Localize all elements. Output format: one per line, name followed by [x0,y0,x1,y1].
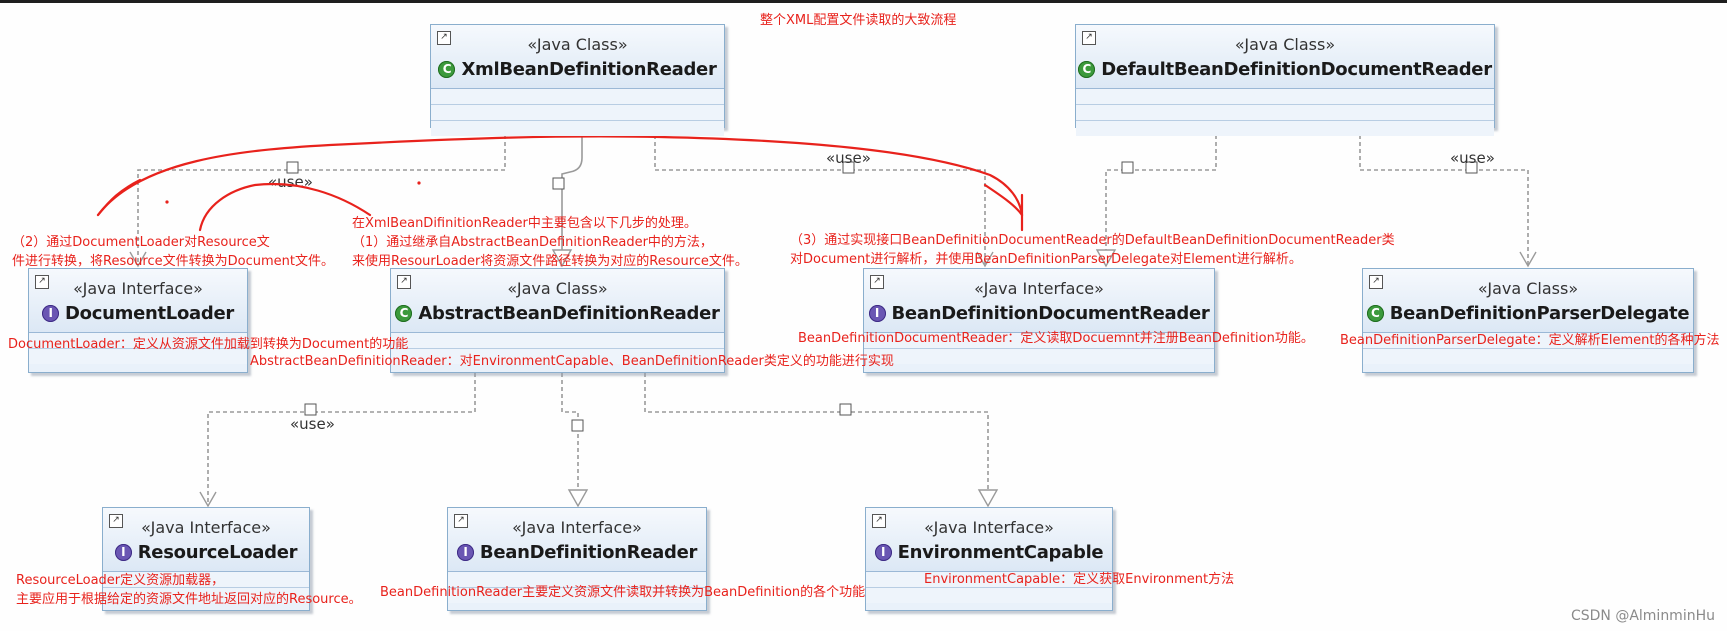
abstract-bean-definition-reader-box[interactable]: ↗ «Java Class» C AbstractBeanDefinitionRe… [390,268,725,373]
realize-link-default-docreader [1105,128,1217,266]
document-loader-box[interactable]: ↗ «Java Interface» I DocumentLoader [28,268,248,373]
red-dot [165,200,169,204]
note-bean-def-reader: BeanDefinitionReader主要定义资源文件读取并转换为BeanDe… [380,585,866,600]
shortcut-icon: ↗ [872,514,886,528]
note-resource-loader: ResourceLoader定义资源加载器， 主要应用于根据给定的资源文件地址返… [16,573,362,607]
watermark: CSDN @AlminminHu [1570,608,1715,624]
extends-link-xml-abstract [561,128,583,266]
note-step3: （3）通过实现接口BeanDefinitionDocumentReader的De… [790,233,1395,267]
class-icon: C [1366,305,1384,322]
class-name: BeanDefinitionDocumentReader [891,303,1210,324]
resource-loader-box[interactable]: ↗ «Java Interface» I ResourceLoader [102,507,310,611]
class-icon: C [438,61,456,78]
interface-icon: I [874,544,892,561]
triangle-head [551,249,573,268]
note-abstract-reader: AbstractBeanDefinitionReader：对Environmen… [250,354,894,369]
class-name: XmlBeanDefinitionReader [461,59,717,80]
use-link-xml-documentloader [137,128,506,266]
diagram-title: 整个XML配置文件读取的大致流程 [760,13,957,28]
shortcut-icon: ↗ [437,31,451,45]
triangle-head [977,489,999,508]
red-dot [417,181,421,185]
class-name: BeanDefinitionParserDelegate [1389,303,1690,324]
shortcut-icon: ↗ [35,275,49,289]
class-name: EnvironmentCapable [897,542,1104,563]
use-label: «use» [1450,149,1495,167]
stereotype-label: «Java Class» [527,35,628,54]
link-marker-icon [1465,161,1478,174]
realize-link-abstract-beandefreader [561,373,579,506]
link-marker-icon [571,419,584,432]
red-annotation-stroke [983,183,1024,217]
class-icon: C [1078,61,1096,78]
use-link-abstract-resourceloader [207,373,476,506]
arrow-head [129,251,147,268]
use-link-xml-docreader [654,128,986,266]
use-label: «use» [290,415,335,433]
use-label: «use» [826,149,871,167]
stereotype-label: «Java Class» [1477,279,1579,298]
class-name: ResourceLoader [137,542,298,563]
class-name: BeanDefinitionReader [479,542,698,563]
stereotype-label: «Java Interface» [512,518,642,537]
triangle-head [567,489,589,508]
class-name: AbstractBeanDefinitionReader [418,303,720,324]
shortcut-icon: ↗ [454,514,468,528]
shortcut-icon: ↗ [870,275,884,289]
link-marker-icon [839,403,852,416]
realize-link-abstract-env [644,373,989,506]
note-step2: （2）通过DocumentLoader对Resource文 件进行转换，将Res… [12,235,334,269]
shortcut-icon: ↗ [1082,31,1096,45]
arrow-head [1519,251,1537,268]
class-icon: C [395,305,413,322]
triangle-head [1095,249,1117,268]
interface-icon: I [114,544,132,561]
environment-capable-box[interactable]: ↗ «Java Interface» I EnvironmentCapable [865,507,1113,611]
red-annotation-stroke [96,178,142,217]
red-annotation-stroke [198,182,372,232]
note-env-capable: EnvironmentCapable：定义获取Environment方法 [924,572,1235,587]
link-marker-icon [552,177,565,190]
interface-icon: I [868,305,886,322]
note-document-loader: DocumentLoader：定义从资源文件加载到转换为Document的功能 [8,337,409,352]
stereotype-label: «Java Class» [1234,35,1336,54]
stereotype-label: «Java Interface» [974,279,1104,298]
class-name: DefaultBeanDefinitionDocumentReader [1101,59,1492,80]
link-marker-icon [304,403,317,416]
link-marker-icon [286,161,299,174]
interface-icon: I [456,544,474,561]
stereotype-label: «Java Interface» [141,518,271,537]
note-delegate: BeanDefinitionParserDelegate：定义解析Element… [1340,333,1720,348]
bean-definition-reader-box[interactable]: ↗ «Java Interface» I BeanDefinitionReader [447,507,707,611]
arrow-head [976,251,994,268]
default-bean-definition-document-reader-box[interactable]: ↗ «Java Class» C DefaultBeanDefinitionDoc… [1075,24,1495,136]
class-name: DocumentLoader [65,303,234,324]
top-dark-strip [0,0,1727,3]
note-main-steps: 在XmlBeanDifinitionReader中主要包含以下几步的处理。 （1… [352,216,748,269]
shortcut-icon: ↗ [109,514,123,528]
use-link-default-delegate [1359,128,1529,266]
link-marker-icon [1121,161,1134,174]
arrow-head [199,491,217,508]
stereotype-label: «Java Interface» [73,279,203,298]
shortcut-icon: ↗ [397,275,411,289]
link-marker-icon [842,161,855,174]
stereotype-label: «Java Interface» [924,518,1054,537]
red-annotation-stroke [96,135,1024,217]
bean-definition-parser-delegate-box[interactable]: ↗ «Java Class» C BeanDefinitionParserDele… [1362,268,1694,373]
note-doc-reader: BeanDefinitionDocumentReader：定义读取Docuemn… [798,331,1314,346]
xml-bean-definition-reader-box[interactable]: ↗ «Java Class» C XmlBeanDefinitionReader [430,24,725,136]
interface-icon: I [42,305,60,322]
shortcut-icon: ↗ [1369,275,1383,289]
stereotype-label: «Java Class» [507,279,608,298]
bean-definition-document-reader-box[interactable]: ↗ «Java Interface» I BeanDefinitionDocume… [863,268,1215,373]
